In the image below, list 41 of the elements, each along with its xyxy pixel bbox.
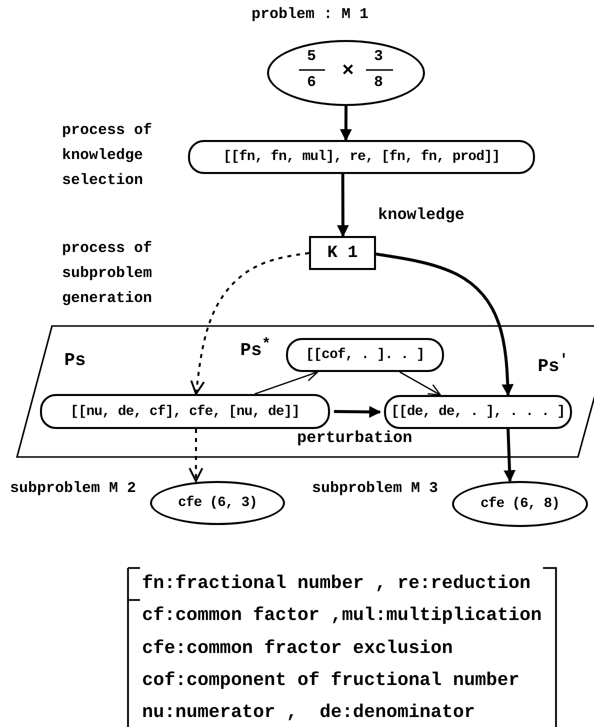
legend-entry: fn:fractional number , re:reduction bbox=[142, 572, 532, 596]
rounded-box bbox=[188, 140, 535, 174]
process-box bbox=[309, 236, 376, 270]
denominator: 6 bbox=[307, 74, 316, 91]
node-text: [[cof, . ]. . ] bbox=[306, 347, 424, 363]
node-text: cfe (6, 3) bbox=[178, 495, 257, 511]
node-caption: Ps$^{*}$ bbox=[239, 335, 272, 362]
dashed-arrow bbox=[190, 252, 310, 395]
rounded-box bbox=[384, 395, 572, 429]
arrow bbox=[254, 370, 318, 395]
process-label: process of knowledge selection bbox=[62, 121, 154, 191]
arrow bbox=[376, 252, 514, 396]
node-text: cfe (6, 8) bbox=[480, 496, 560, 512]
legend-entry: cfe:common fractor exclusion bbox=[142, 637, 454, 661]
arrow bbox=[334, 406, 382, 418]
numerator: 5 bbox=[307, 48, 316, 65]
rounded-box bbox=[40, 394, 330, 429]
dashed-arrow bbox=[188, 429, 204, 482]
legend-entry: cf:common factor ,mul:multiplication bbox=[142, 604, 543, 628]
edge-label: perturbation bbox=[297, 429, 412, 447]
arrow bbox=[399, 371, 442, 396]
legend-entry: cof:component of fructional number bbox=[142, 669, 520, 693]
arrow bbox=[340, 106, 352, 142]
node-text: [[nu, de, cf], cfe, [nu, de]] bbox=[70, 404, 300, 420]
node-text: [[fn, fn, mul], re, [fn, fn, prod]] bbox=[223, 149, 500, 165]
node-caption: Ps bbox=[63, 350, 87, 372]
node-caption: subproblem M 2 bbox=[8, 479, 138, 499]
rounded-box bbox=[286, 338, 444, 372]
edge-label: knowledge bbox=[378, 206, 464, 224]
node-text: K 1 bbox=[327, 244, 358, 262]
node-caption: problem : M 1 bbox=[250, 5, 370, 25]
legend-entry: nu:numerator , de:denominator bbox=[142, 701, 476, 725]
numerator: 3 bbox=[374, 48, 384, 65]
times-sign: × bbox=[342, 60, 354, 83]
node-caption: Ps$^{'}$ bbox=[536, 351, 570, 378]
node-caption: subproblem M 3 bbox=[310, 479, 440, 499]
arrow bbox=[336, 174, 349, 238]
node-text: [[de, de, . ], . . . ] bbox=[391, 404, 565, 420]
arrow bbox=[504, 428, 516, 482]
denominator: 8 bbox=[374, 74, 384, 91]
process-label: process of subproblem generation bbox=[62, 239, 154, 309]
